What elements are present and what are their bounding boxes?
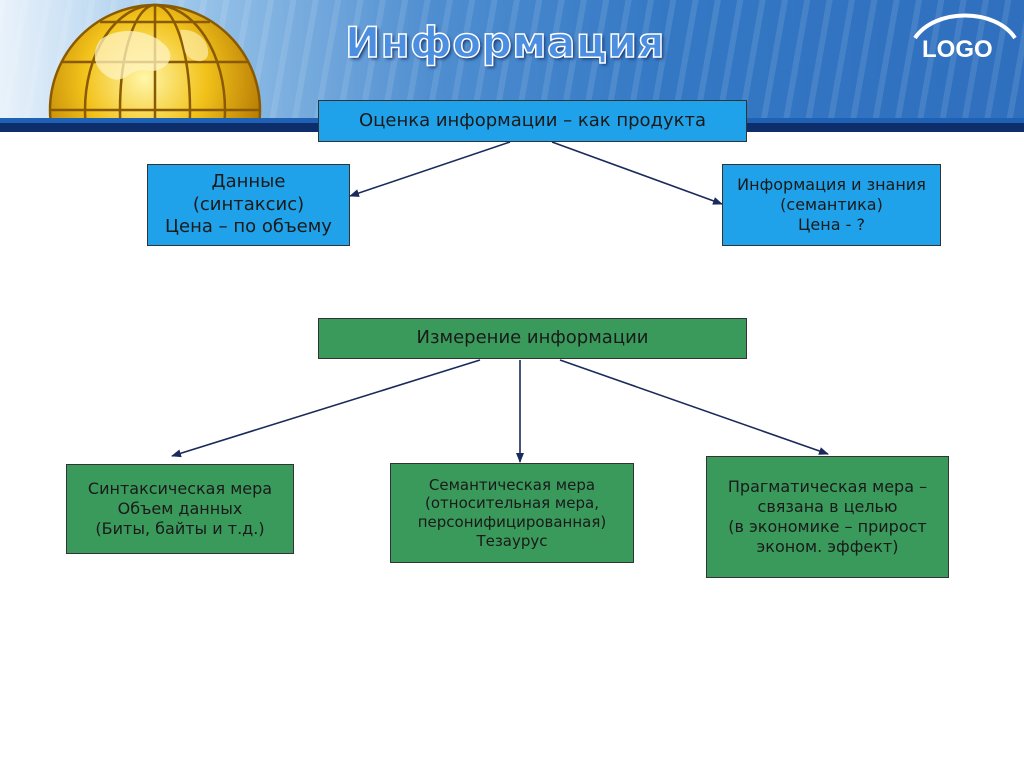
pragmatic-measure-box: Прагматическая мера – связана в целью (в… <box>706 456 949 578</box>
logo-arc-icon <box>913 13 1017 40</box>
arrow-to-pragmatic <box>559 359 829 455</box>
knowledge-semantics-box: Информация и знания (семантика) Цена - ? <box>722 164 941 246</box>
syntactic-measure-box: Синтаксическая мера Объем данных (Биты, … <box>66 464 294 554</box>
logo: LOGO <box>922 36 993 63</box>
arrow-to-knowledge <box>551 141 723 205</box>
data-syntax-box: Данные (синтаксис) Цена – по объему <box>147 164 350 246</box>
slide-header: Информация LOGO <box>0 0 1024 132</box>
globe-icon <box>48 3 262 122</box>
assessment-root-box: Оценка информации – как продукта <box>318 100 747 142</box>
measurement-root-box: Измерение информации <box>318 318 747 359</box>
semantic-measure-box: Семантическая мера (относительная мера, … <box>390 463 634 563</box>
arrow-to-syntactic <box>171 359 481 458</box>
arrow-to-data <box>349 141 511 197</box>
page-title: Информация <box>344 17 665 68</box>
